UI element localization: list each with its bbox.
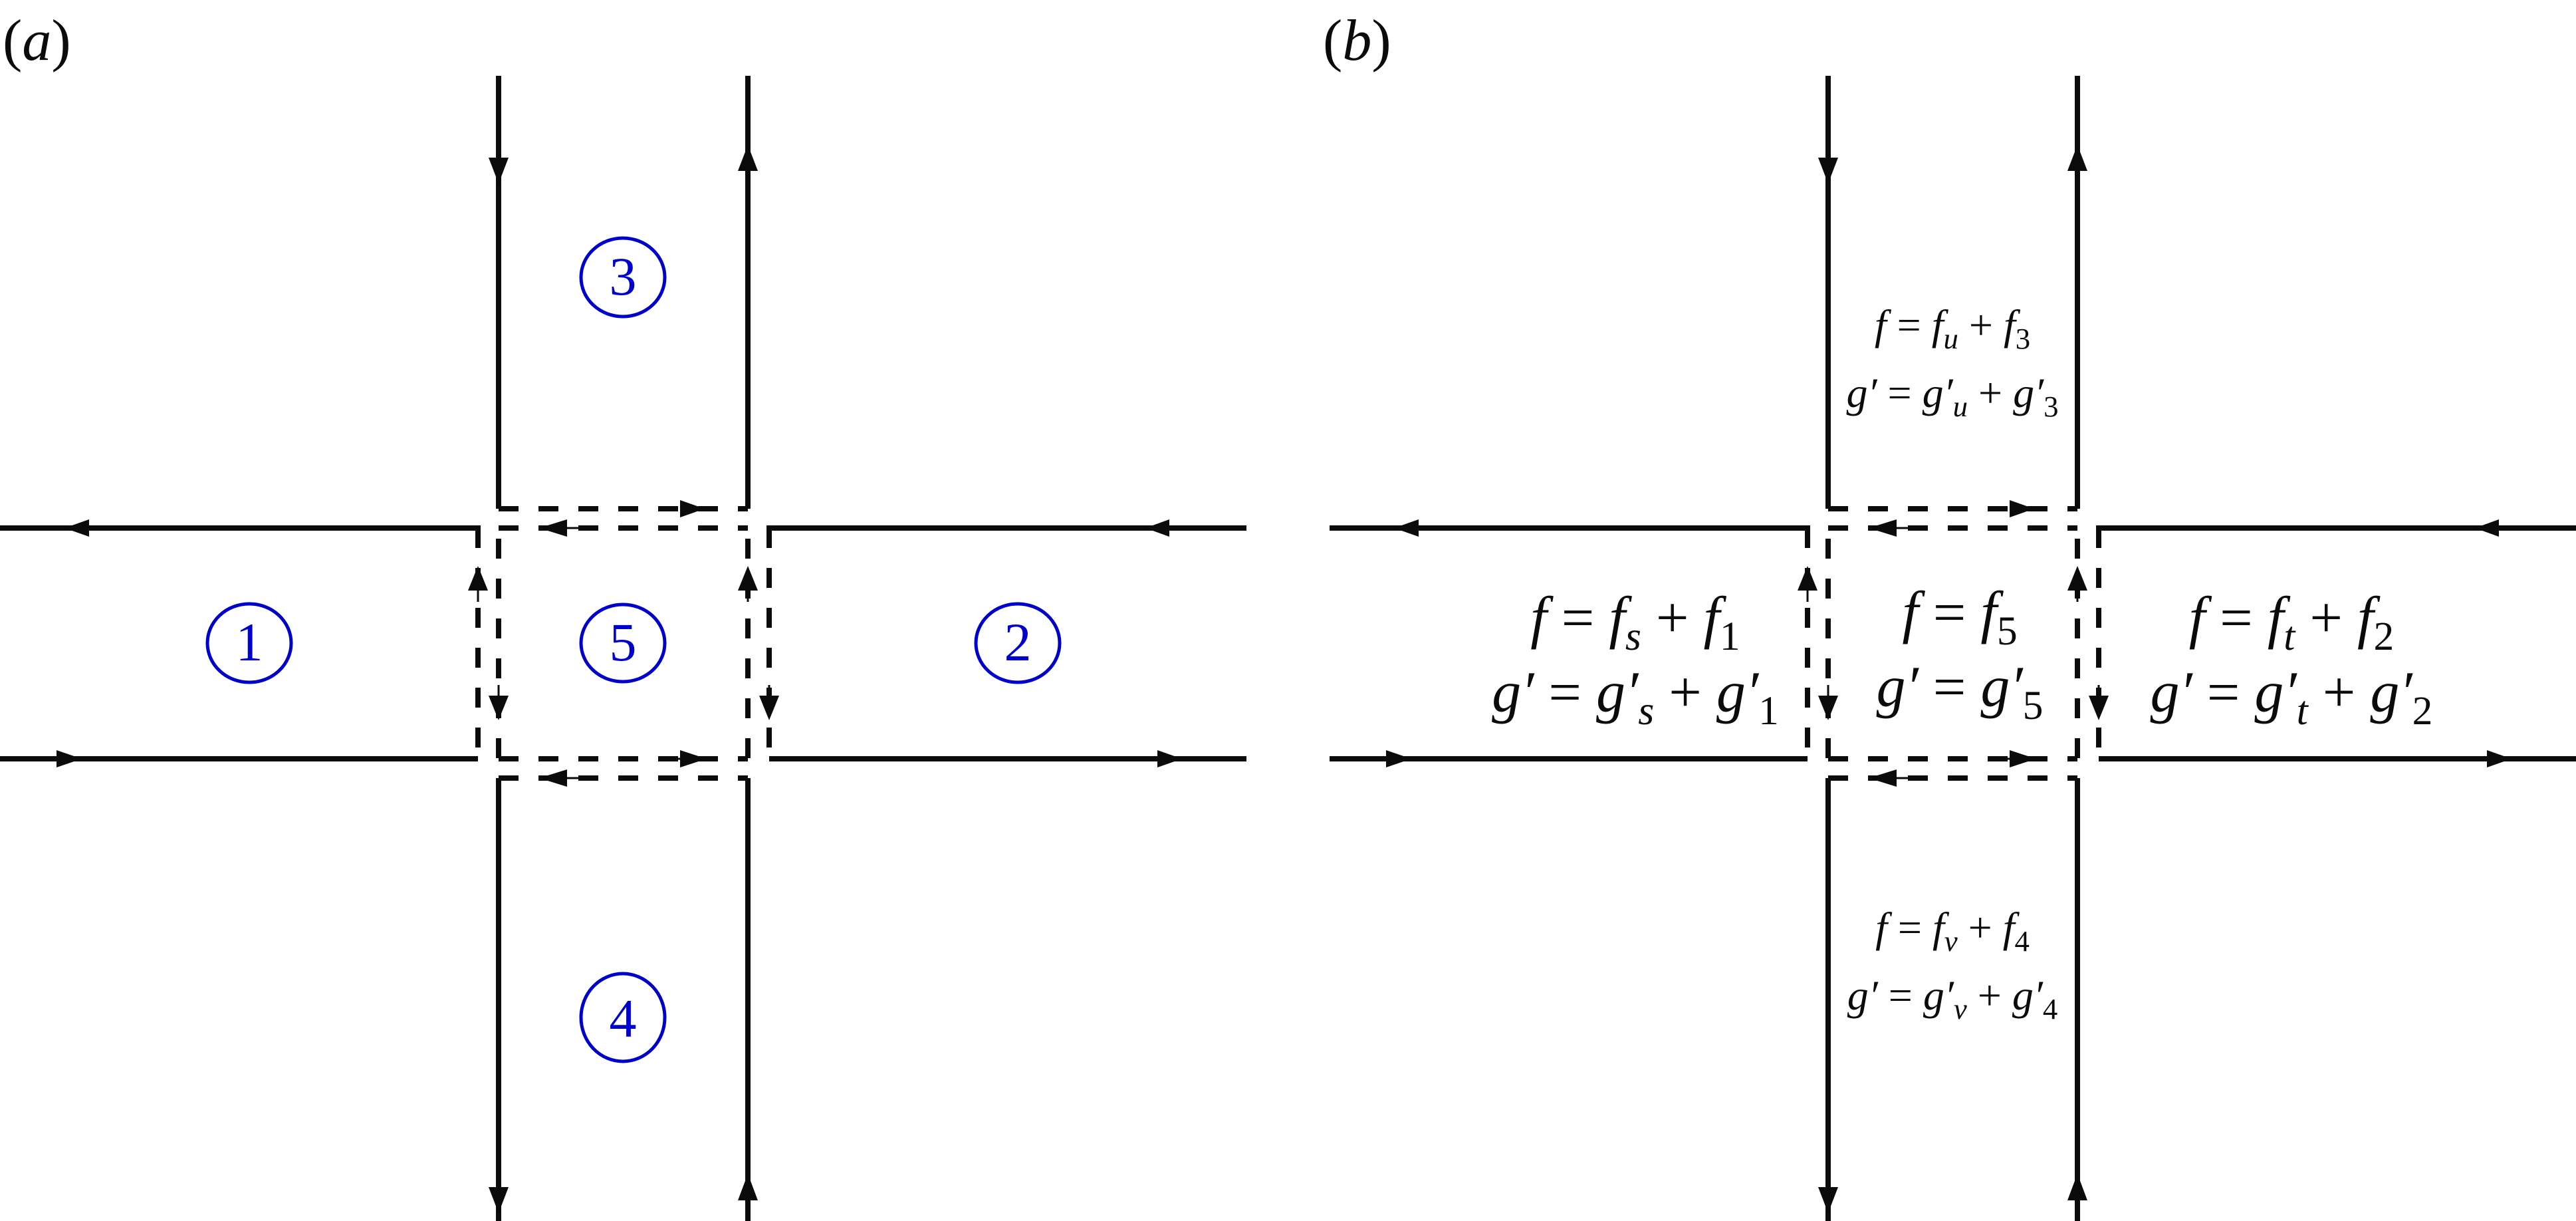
region-circle-icon	[205, 602, 293, 684]
region-circle-icon	[579, 972, 667, 1063]
region-circle-icon	[974, 602, 1062, 684]
region-label-1: 1	[205, 602, 293, 684]
panel-a: (a) 1 2 3 4 5	[0, 9, 1246, 1221]
region-label-3: 3	[579, 236, 667, 319]
equation-f-region-5: f = f5	[1902, 581, 2017, 654]
region-circle-icon	[579, 236, 667, 319]
svg-text:4: 4	[610, 988, 637, 1049]
svg-text:1: 1	[236, 612, 263, 672]
equation-f-region-3: f = fu + f3	[1875, 301, 2030, 355]
equation-g-region-4: g′ = g′v + g′4	[1847, 972, 2057, 1025]
equation-g-region-2: g′ = g′t + g′2	[2151, 660, 2433, 734]
equation-g-region-5: g′ = g′5	[1877, 655, 2044, 728]
svg-text:5: 5	[610, 612, 637, 672]
equation-g-region-3: g′ = g′u + g′3	[1847, 369, 2059, 423]
region-label-2: 2	[974, 602, 1062, 684]
equations: f = fs + f1g′ = g′s + g′1f = ft + f2g′ =…	[1492, 301, 2432, 1025]
panel-b-label: (b)	[1323, 9, 1391, 73]
panel-b: (b) f = fs + f1g′ = g′s + g′1 f = ft + f2…	[1323, 9, 2576, 1221]
equation-f-region-4: f = fv + f4	[1875, 904, 2030, 958]
region-label-4: 4	[579, 972, 667, 1063]
svg-text:2: 2	[1004, 612, 1032, 672]
equation-f-region-1: f = fs + f1	[1530, 586, 1740, 659]
equation-g-region-1: g′ = g′s + g′1	[1492, 660, 1779, 734]
region-label-5: 5	[579, 603, 667, 684]
equation-f-region-2: f = ft + f2	[2189, 586, 2395, 659]
panel-a-label: (a)	[3, 9, 71, 73]
region-circle-icon	[579, 603, 667, 684]
svg-text:3: 3	[610, 246, 637, 307]
